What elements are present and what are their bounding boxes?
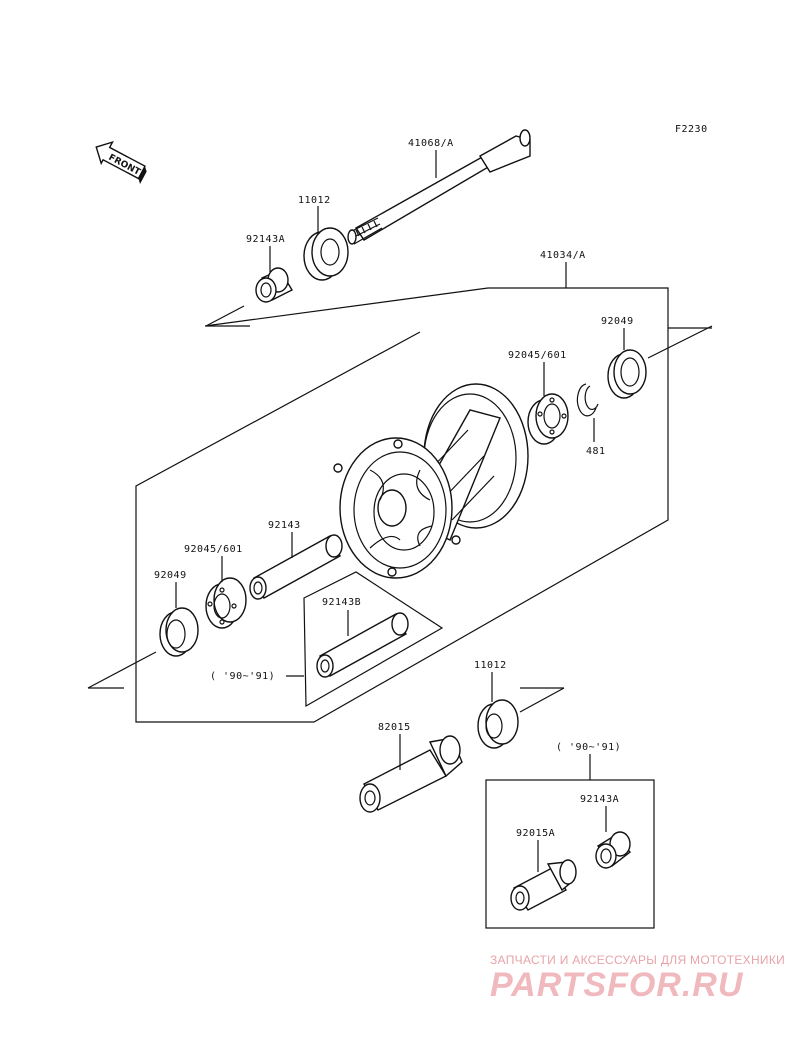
bearing-bottom (477, 699, 519, 749)
front-arrow-icon: FRONT (95, 140, 147, 184)
spacer (249, 534, 343, 600)
label-axle: 41068/A (408, 138, 454, 149)
wheel-hub (333, 383, 529, 579)
label-circlip: 481 (586, 446, 606, 457)
label-spacer-b: 92143B (322, 597, 361, 608)
label-bearing-left: 92045/601 (184, 544, 243, 555)
label-seal-right: 92049 (601, 316, 634, 327)
label-bearing-right: 92045/601 (508, 350, 567, 361)
collar-box-b (510, 859, 577, 911)
label-collar-top: 92143A (246, 234, 285, 245)
label-seal-left: 92049 (154, 570, 187, 581)
seal-left (159, 607, 199, 657)
collar-top (255, 267, 293, 303)
spacer-b (316, 612, 409, 678)
watermark-caption: ЗАПЧАСТИ И АКСЕССУАРЫ ДЛЯ МОТОТЕХНИКИ (490, 953, 785, 967)
bearing-top (303, 227, 349, 281)
label-box-note: ( '90~'91) (556, 742, 621, 753)
label-hub: 41034/A (540, 250, 586, 261)
label-bearing-top: 11012 (298, 195, 331, 206)
axle (347, 129, 531, 245)
bearing-left (205, 577, 247, 629)
circlip (576, 383, 599, 417)
collar-bottom (359, 735, 463, 813)
label-collar-bottom: 82015 (378, 722, 411, 733)
collar-box-a (595, 831, 632, 869)
label-spacer: 92143 (268, 520, 301, 531)
label-bearing-bottom: 11012 (474, 660, 507, 671)
bearing-right (527, 393, 569, 445)
variant-box (485, 779, 655, 929)
label-collar-box-b: 92015A (516, 828, 555, 839)
figure-code: F2230 (675, 124, 708, 135)
label-collar-box-a: 92143A (580, 794, 619, 805)
seal-right (607, 349, 647, 399)
watermark-logo: PARTSFOR.RU (490, 966, 744, 1004)
label-spacer-b-note: ( '90~'91) (210, 671, 275, 682)
